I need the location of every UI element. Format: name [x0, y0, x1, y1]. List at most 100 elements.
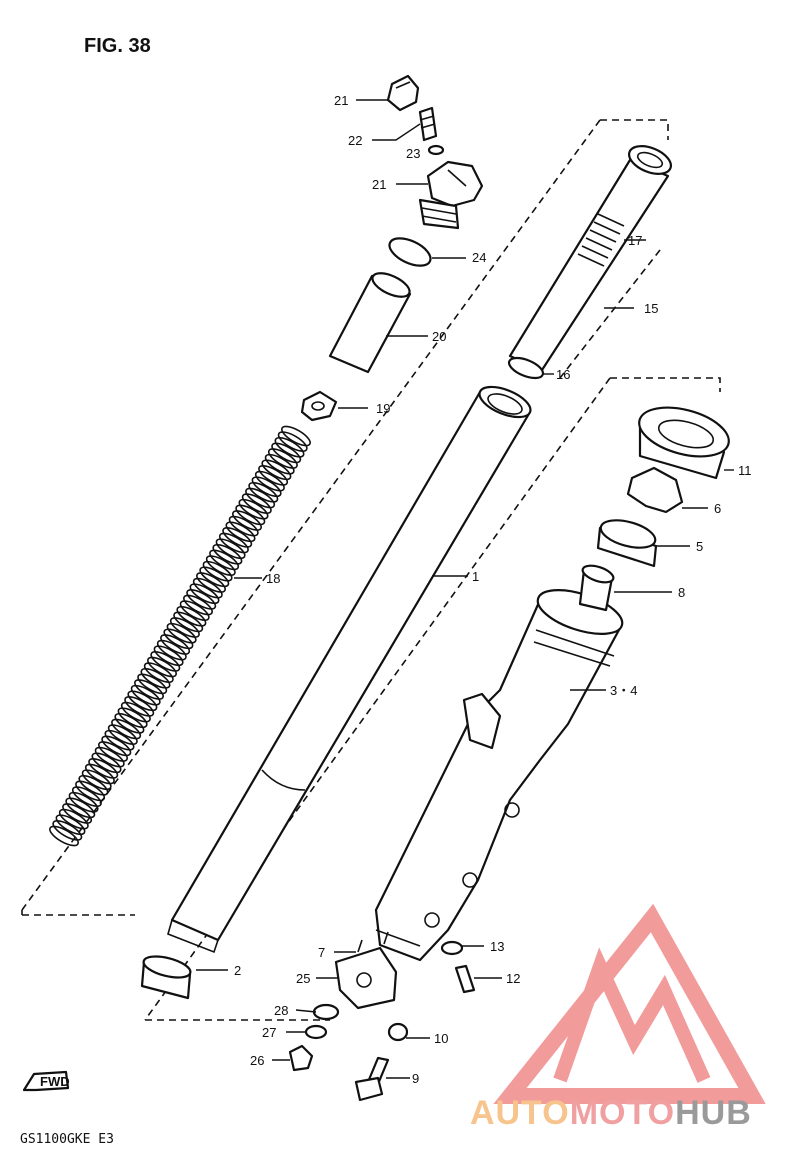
spring-coil: [68, 791, 99, 813]
spring-coil: [166, 622, 197, 644]
spring-coil: [78, 774, 109, 796]
part-24-o-ring: [388, 237, 432, 267]
spring-coil: [274, 436, 305, 458]
spring-coil: [150, 651, 181, 672]
spring-coil: [52, 820, 83, 841]
watermark-logo-icon: [493, 903, 766, 1104]
spring-coil: [169, 617, 200, 638]
part-27-washer: [304, 1024, 328, 1040]
label-18: 19: [376, 401, 390, 416]
spring-coil: [137, 673, 168, 695]
spring-coil: [173, 611, 204, 633]
spring-coil: [189, 583, 220, 605]
spring-coil: [127, 690, 158, 712]
label-21: 21: [334, 93, 348, 108]
label-23: 23: [406, 146, 420, 161]
spring-coil: [153, 645, 184, 667]
label-28: 28: [274, 1003, 288, 1018]
label-7: 7: [318, 945, 325, 960]
label-15: 16: [556, 367, 570, 382]
spring-coil: [179, 600, 210, 621]
spring-coil: [281, 425, 311, 447]
spring-coil: [143, 662, 174, 683]
watermark-part-hub: HUB: [675, 1094, 752, 1132]
part-12-screw: [454, 964, 476, 994]
spring-coil: [124, 696, 155, 717]
spring-coil: [88, 758, 119, 779]
spring-coil: [81, 769, 112, 791]
spring-coil: [49, 825, 79, 847]
spring-coil: [107, 724, 138, 745]
spring-coil: [101, 735, 132, 757]
label-13: 13: [490, 939, 504, 954]
spring-coil: [222, 527, 253, 548]
label-16: 17: [628, 233, 642, 248]
spring-coil: [261, 459, 292, 481]
spring-coil: [104, 729, 135, 751]
label-1: 1: [472, 569, 479, 584]
label-14: 15: [644, 301, 658, 316]
spring-coil: [235, 504, 266, 526]
assembly-outline-damper: [559, 249, 661, 379]
spring-coil: [205, 555, 236, 576]
watermark-text: AUTOMOTOHUB: [470, 1094, 752, 1132]
spring-coil: [248, 481, 279, 503]
part-22-air-valve: [418, 106, 438, 142]
label-3-4: 3・4: [610, 683, 637, 698]
spring-coil: [117, 707, 148, 729]
spring-coil: [267, 448, 298, 469]
spring-coil: [134, 679, 164, 700]
part-25-axle-holder: [334, 946, 398, 1010]
part-16-rebound-spring: [577, 213, 625, 267]
label-9: 9: [412, 1071, 419, 1086]
spring-coil: [58, 808, 89, 830]
label-10: 10: [434, 1031, 448, 1046]
spring-coil: [147, 656, 177, 678]
label-6: 6: [714, 501, 721, 516]
part-19-spacer: [328, 272, 412, 374]
spring-coil: [140, 667, 171, 689]
spring-coil: [228, 515, 259, 537]
spring-coil: [215, 538, 246, 560]
spring-coil: [258, 465, 289, 486]
spring-coil: [232, 510, 262, 531]
part-23-o-ring: [427, 144, 445, 156]
spring-coil: [271, 442, 302, 464]
spring-coil: [202, 560, 233, 582]
spring-coil: [183, 594, 213, 616]
figure-title: FIG. 38: [84, 35, 151, 57]
spring-coil: [176, 605, 207, 627]
part-28-washer: [312, 1003, 340, 1021]
spring-coil: [55, 814, 86, 836]
spring-coil: [251, 476, 282, 498]
part-15-damper-ring: [507, 356, 545, 380]
spring-coil: [264, 453, 295, 475]
spring-coil: [186, 589, 217, 610]
watermark-part-auto: AUTO: [470, 1094, 570, 1132]
part-17-fork-spring: [49, 425, 311, 847]
label-5: 5: [696, 539, 703, 554]
label-8: 8: [678, 585, 685, 600]
spring-coil: [277, 431, 308, 452]
spring-coil: [160, 634, 191, 655]
label-27: 27: [262, 1025, 276, 1040]
spring-coil: [98, 741, 128, 762]
spring-coil: [114, 712, 145, 734]
spring-coil: [120, 701, 151, 723]
assembly-outline-inner-tube: [21, 119, 669, 916]
spring-coil: [84, 763, 115, 785]
part-labels: 21 22 23 21 24 20 19 18 1 2 17 15 16 11 …: [234, 93, 752, 1086]
spring-coil: [241, 493, 272, 514]
label-26: 26: [250, 1053, 264, 1068]
spring-coil: [254, 470, 285, 492]
model-code: GS1100GKE E3: [20, 1132, 114, 1147]
part-18-spring-seat: [300, 390, 338, 422]
part-1-inner-tube: [167, 385, 532, 954]
spring-coil: [196, 572, 226, 593]
spring-coil: [94, 746, 125, 768]
spring-coil: [218, 532, 249, 554]
label-2: 2: [234, 963, 241, 978]
spring-coil: [238, 498, 269, 520]
label-20: 21: [372, 177, 386, 192]
